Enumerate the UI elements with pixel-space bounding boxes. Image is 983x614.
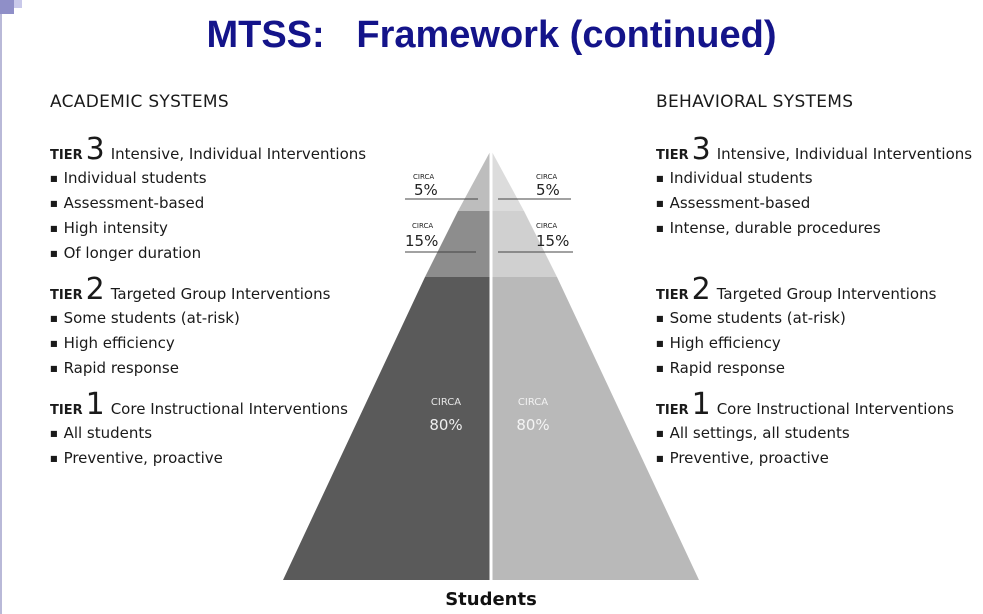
list-item: Of longer duration	[50, 242, 366, 267]
circa-label-right-5: CIRCA	[536, 173, 557, 181]
list-item: Assessment-based	[50, 192, 366, 217]
circa-label-left-15: CIRCA	[412, 222, 433, 230]
circa-label-right-15: CIRCA	[536, 222, 557, 230]
slide-title: MTSS: Framework (continued)	[206, 14, 777, 56]
list-item: Rapid response	[50, 357, 330, 382]
academic-heading: ACADEMIC SYSTEMS	[50, 92, 229, 112]
tier-word: TIER	[656, 288, 689, 303]
tier-name: Targeted Group Interventions	[716, 285, 937, 303]
tier-name: Core Instructional Interventions	[110, 400, 348, 418]
corner-accent	[0, 0, 14, 14]
pyramid-academic-tier-2	[425, 211, 491, 277]
circa-label-left-5: CIRCA	[413, 173, 434, 181]
list-item: High efficiency	[50, 332, 330, 357]
pyramid-behavioral-tier-3	[491, 150, 524, 211]
circa-label-left-80: CIRCA	[431, 397, 461, 408]
tier-number: 3	[85, 132, 105, 167]
tier-number: 2	[691, 272, 711, 307]
tier-word: TIER	[50, 403, 83, 418]
list-item: Assessment-based	[656, 192, 972, 217]
pct-right-80: 80%	[516, 416, 549, 434]
tier-word: TIER	[656, 148, 689, 163]
behavioral-tier-2: TIER 2 Targeted Group Interventions Some…	[656, 272, 937, 382]
tier-number: 3	[691, 132, 711, 167]
tier-number: 2	[85, 272, 105, 307]
pyramid-academic-tier-3	[458, 150, 491, 211]
pct-right-5: 5%	[536, 181, 560, 199]
tier-word: TIER	[656, 403, 689, 418]
pct-left-5: 5%	[414, 181, 438, 199]
pyramid-academic-tier-1	[283, 277, 491, 580]
list-item: High intensity	[50, 217, 366, 242]
tier-word: TIER	[50, 288, 83, 303]
corner-accent-small	[14, 0, 22, 8]
behavioral-heading: BEHAVIORAL SYSTEMS	[656, 92, 854, 112]
list-item: Individual students	[50, 167, 366, 192]
tier-word: TIER	[50, 148, 83, 163]
tier-name: Intensive, Individual Interventions	[716, 145, 973, 163]
pyramid-behavioral-tier-2	[491, 211, 557, 277]
tier-name: Core Instructional Interventions	[716, 400, 954, 418]
list-item: All students	[50, 422, 348, 447]
list-item: Intense, durable procedures	[656, 217, 972, 242]
academic-tier-1: TIER 1 Core Instructional Interventions …	[50, 387, 348, 472]
list-item: High efficiency	[656, 332, 936, 357]
behavioral-tier-1: TIER 1 Core Instructional Interventions …	[656, 387, 954, 472]
list-item: All settings, all students	[656, 422, 954, 447]
tier-number: 1	[691, 387, 711, 422]
pct-left-80: 80%	[429, 416, 462, 434]
list-item: Individual students	[656, 167, 972, 192]
slide-left-border	[0, 14, 2, 614]
tier-number: 1	[85, 387, 105, 422]
academic-tier-3: TIER 3 Intensive, Individual Interventio…	[50, 132, 367, 267]
pct-left-15: 15%	[405, 232, 438, 250]
list-item: Some students (at-risk)	[656, 307, 936, 332]
behavioral-tier-3: TIER 3 Intensive, Individual Interventio…	[656, 132, 973, 242]
circa-label-right-80: CIRCA	[518, 397, 548, 408]
pct-right-15: 15%	[536, 232, 569, 250]
pyramid-behavioral-tier-1	[491, 277, 699, 580]
tier-name: Targeted Group Interventions	[110, 285, 331, 303]
tier-name: Intensive, Individual Interventions	[110, 145, 367, 163]
list-item: Rapid response	[656, 357, 936, 382]
base-label: Students	[445, 589, 537, 610]
academic-tier-2: TIER 2 Targeted Group Interventions Some…	[50, 272, 331, 382]
list-item: Preventive, proactive	[50, 447, 348, 472]
list-item: Some students (at-risk)	[50, 307, 330, 332]
list-item: Preventive, proactive	[656, 447, 954, 472]
